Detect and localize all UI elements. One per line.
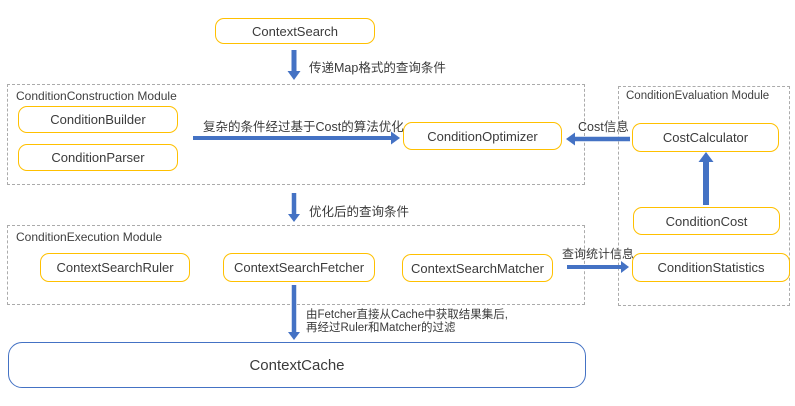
edge-label-fetch-line1: 由Fetcher直接从Cache中获取结果集后,	[306, 309, 508, 321]
module-condition-execution-title: ConditionExecution Module	[16, 230, 163, 244]
node-cost-calculator: CostCalculator	[632, 123, 779, 152]
node-context-search-fetcher: ContextSearchFetcher	[223, 253, 375, 282]
module-condition-construction-title: ConditionConstruction Module	[16, 89, 177, 103]
module-condition-evaluation-title: ConditionEvaluation Module	[626, 90, 770, 102]
edge-label-query-stats: 查询统计信息	[562, 247, 635, 261]
node-condition-builder: ConditionBuilder	[18, 106, 178, 133]
node-context-search-matcher: ContextSearchMatcher	[402, 254, 553, 282]
node-context-search: ContextSearch	[215, 18, 375, 44]
node-condition-parser: ConditionParser	[18, 144, 178, 171]
node-condition-statistics: ConditionStatistics	[632, 253, 790, 282]
node-context-cache: ContextCache	[8, 342, 586, 388]
edge-label-map-query: 传递Map格式的查询条件	[309, 61, 446, 75]
module-condition-construction: ConditionConstruction Module	[7, 84, 585, 185]
edge-label-fetch-line2: 再经过Ruler和Matcher的过滤	[306, 322, 456, 334]
arrow-contextsearch-down	[287, 50, 301, 80]
edge-label-cost-info: Cost信息	[578, 120, 629, 134]
edge-label-fetch: 由Fetcher直接从Cache中获取结果集后, 再经过Ruler和Matche…	[306, 309, 508, 335]
edge-label-optimized-query: 优化后的查询条件	[309, 205, 410, 219]
module-condition-evaluation: ConditionEvaluation Module	[618, 86, 790, 306]
node-condition-cost: ConditionCost	[633, 207, 780, 235]
node-condition-optimizer: ConditionOptimizer	[403, 122, 562, 150]
edge-label-cost-optimize: 复杂的条件经过基于Cost的算法优化	[203, 120, 404, 134]
arrow-optimized-down	[288, 193, 300, 222]
node-context-search-ruler: ContextSearchRuler	[40, 253, 190, 282]
